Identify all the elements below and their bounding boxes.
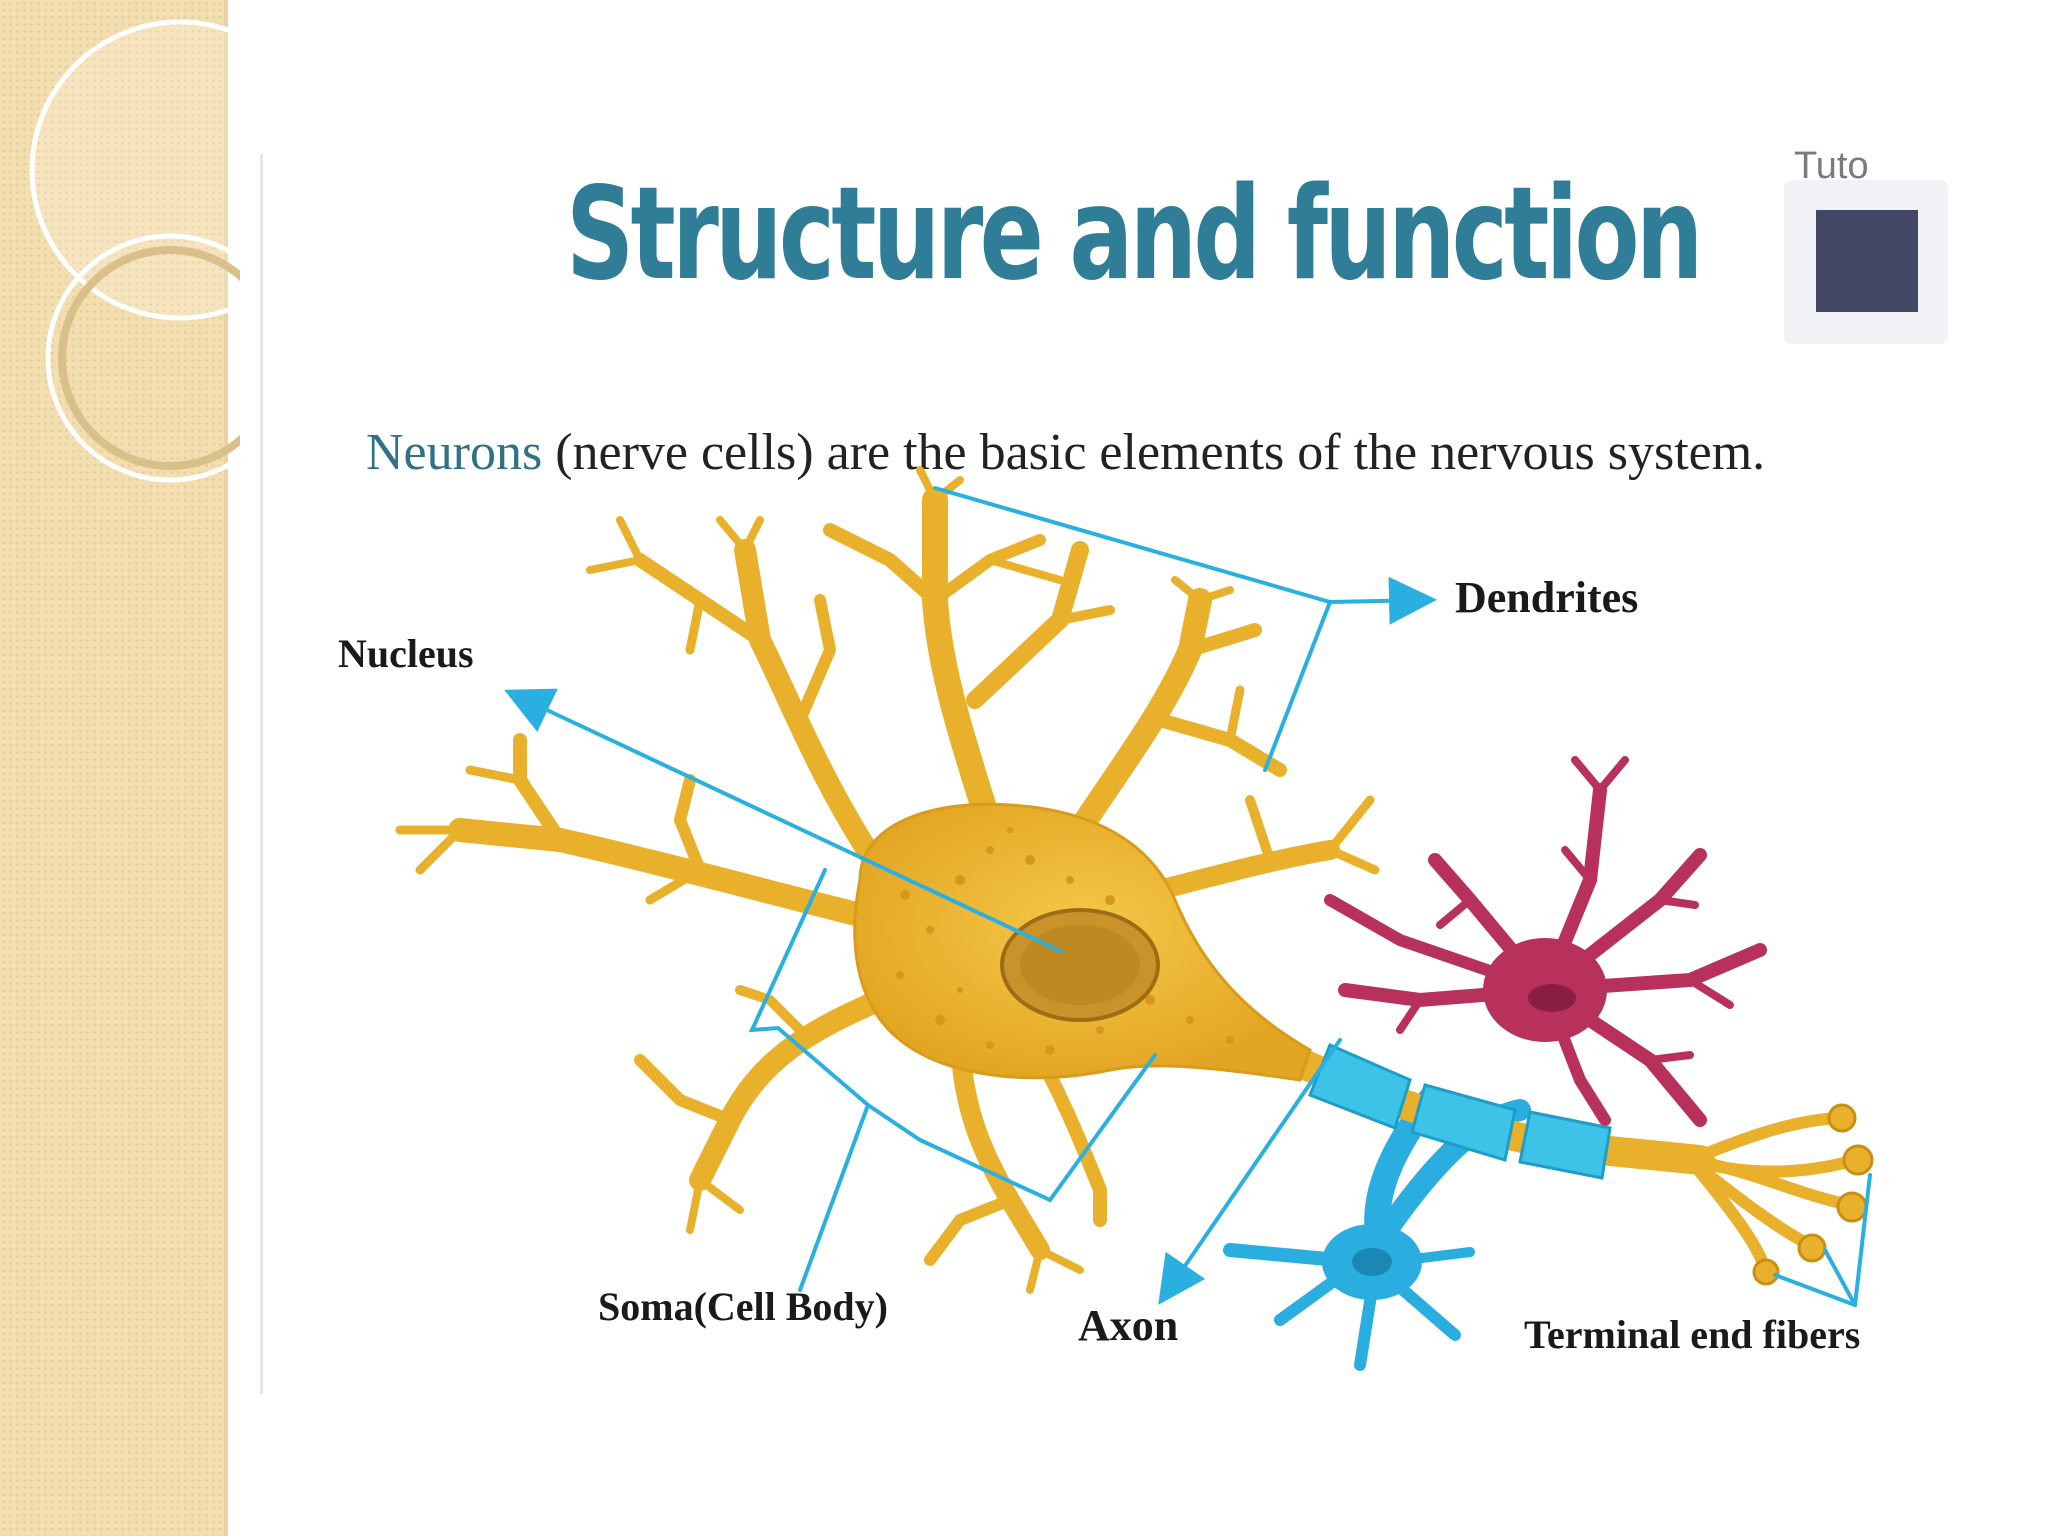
red-dendrite (1571, 756, 1629, 794)
terminal-bulb (1842, 1144, 1874, 1176)
dendrite (1171, 576, 1234, 604)
left-decorative-panel (0, 0, 228, 1536)
logo-text: Tuto (1794, 146, 1869, 182)
terminal-bulb (1797, 1233, 1827, 1263)
dendrite (734, 539, 891, 881)
dendrite (1183, 623, 1262, 657)
terminal-pointer (1773, 1273, 1857, 1307)
dendrite (586, 516, 644, 574)
dendrite (689, 989, 891, 1191)
label-nucleus: Nucleus (338, 631, 474, 676)
dendrite (716, 516, 764, 554)
nucleus-pointer (504, 688, 1064, 954)
dendrite (1245, 795, 1275, 865)
dendrite (1055, 605, 1115, 625)
dendrite (448, 818, 892, 932)
red-dendrite (1436, 896, 1474, 929)
dendrite (645, 865, 705, 905)
left-panel-edge (224, 0, 228, 1536)
dendrite (634, 1054, 736, 1126)
blue-neuron-nucleus (1352, 1248, 1392, 1276)
logo-badge (1784, 180, 1948, 344)
myelin-segment (1518, 1110, 1612, 1180)
dendrite (465, 765, 525, 785)
terminal-fiber (1684, 1154, 1861, 1178)
logo-square-icon (1816, 210, 1918, 312)
red-dendrite (1646, 1051, 1694, 1064)
intro-term: Neurons (366, 424, 543, 481)
intro-rest: (nerve cells) are the basic elements of … (542, 424, 1766, 481)
dendrite (674, 774, 706, 876)
dendrite (823, 523, 942, 607)
soma-granules (896, 827, 1234, 1055)
label-dendrites: Dendrites (1455, 573, 1638, 622)
dendrite (1153, 713, 1287, 777)
dendrite (395, 825, 465, 875)
decorative-ring-small (45, 233, 240, 483)
myelin-segment (1308, 1043, 1412, 1130)
dendrite (986, 556, 1064, 584)
slide-divider-line (260, 154, 263, 1394)
red-dendrite (1561, 846, 1594, 884)
soma-pointer-branch (866, 1053, 1157, 1203)
axon-pointer (1158, 1038, 1342, 1305)
dendrite (924, 1194, 1016, 1266)
decorative-ring-large (29, 19, 240, 321)
terminal-bulbs (1752, 1103, 1874, 1286)
red-neuron (1324, 756, 1767, 1127)
terminal-bulb (1836, 1191, 1868, 1223)
pointer-lines (504, 486, 1872, 1307)
dendrite (735, 985, 805, 1035)
dendrite (1026, 1246, 1084, 1294)
dendrite (686, 1176, 744, 1234)
dendrite (1225, 685, 1245, 745)
label-soma: Soma(Cell Body) (598, 1284, 888, 1329)
label-axon: Axon (1078, 1301, 1178, 1350)
red-dendrite (1396, 996, 1424, 1034)
dendrite (794, 594, 836, 726)
terminal-fiber (1684, 1112, 1846, 1166)
label-terminal-end-fibers: Terminal end fibers (1524, 1312, 1860, 1357)
soma-pointer (748, 868, 871, 1292)
myelin-segment (1410, 1083, 1517, 1162)
terminal-bulb (1752, 1258, 1780, 1286)
decorative-ring-inner (58, 246, 240, 470)
dendrites-pointer-branch (1263, 600, 1332, 772)
intro-paragraph: Neurons (nerve cells) are the basic elem… (366, 420, 1992, 486)
decorative-rings (29, 19, 240, 483)
dendrite (685, 595, 705, 655)
terminal-pointer (1853, 1173, 1872, 1307)
red-dendrite (1686, 976, 1734, 1009)
terminal-bulb (1827, 1103, 1857, 1133)
red-dendrite (1656, 896, 1699, 909)
terminal-pointer (1823, 1248, 1857, 1307)
red-neuron-nucleus (1528, 984, 1576, 1012)
nucleus-inner (1020, 925, 1140, 1005)
myelin-sheath (1308, 1043, 1612, 1180)
dendrite (1325, 795, 1380, 875)
